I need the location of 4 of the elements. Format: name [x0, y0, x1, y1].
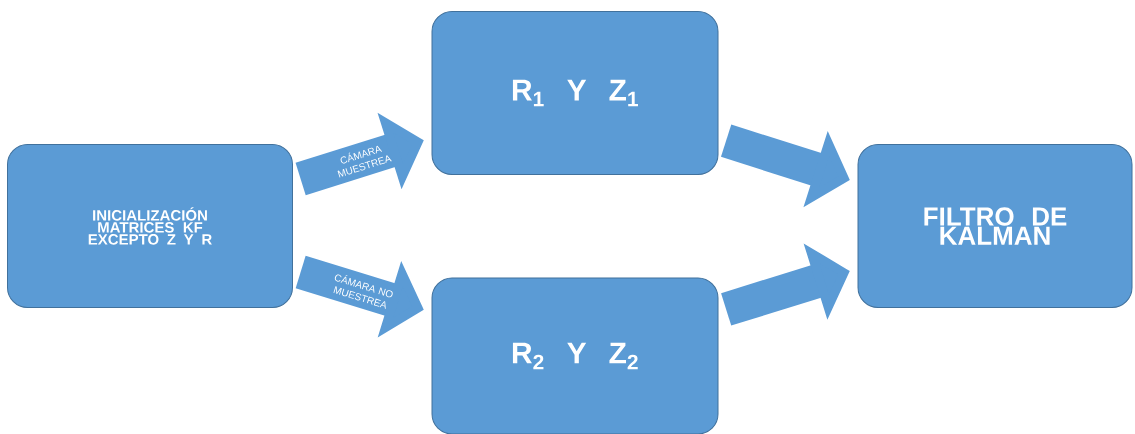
process-box: FILTRO DE KALMAN [857, 144, 1133, 308]
process-box: INICIALIZACIÓN MATRICES KF EXCEPTO Z Y R [7, 144, 293, 308]
process-box: R$_{2}$ Y Z$_{2}$ [431, 277, 719, 434]
process-box: R$_{1}$ Y Z$_{1}$ [431, 11, 719, 175]
